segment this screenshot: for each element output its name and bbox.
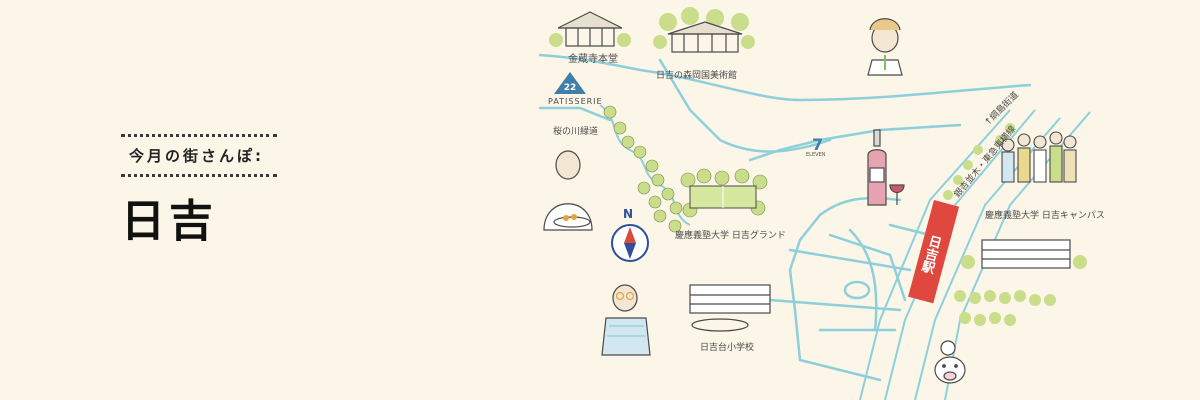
- roads: [538, 53, 1032, 382]
- svg-text:ELEVEN: ELEVEN: [806, 152, 826, 158]
- label-campus: 慶應義塾大学 日吉キャンパス: [985, 209, 1105, 221]
- title-block: 今月の街さんぽ:: [121, 134, 277, 177]
- temple-illustration: [549, 11, 631, 47]
- compass-icon: N: [611, 207, 649, 262]
- column-subtitle: 今月の街さんぽ:: [129, 147, 264, 165]
- label-museum: 日吉の森岡国美術館: [656, 69, 737, 81]
- dotted-rule-bottom: [121, 174, 277, 177]
- students-illustration: [1001, 131, 1077, 183]
- station-marker: [908, 200, 960, 304]
- svg-text:N: N: [623, 207, 633, 221]
- girl-illustration: [867, 18, 903, 76]
- campus-illustration: [954, 239, 1087, 326]
- label-school: 日吉台小学校: [700, 341, 754, 353]
- label-promenade: 桜の川緑道: [553, 125, 598, 137]
- promenade: [599, 104, 691, 233]
- town-name: 日吉: [121, 196, 217, 247]
- label-road-right: ↑綱島街道: [982, 89, 1021, 128]
- label-temple: 金蔵寺本堂: [568, 52, 618, 65]
- svg-text:7: 7: [812, 135, 823, 154]
- dotted-rule-top: [121, 134, 277, 137]
- pig-chef-illustration: [934, 340, 966, 384]
- svg-text:22: 22: [564, 83, 577, 93]
- university-ground: [680, 168, 768, 218]
- label-university-ground: 慶應義塾大学 日吉グランド: [675, 229, 786, 241]
- patisserie-logo-icon: 22: [554, 72, 586, 94]
- chef-illustration: [543, 150, 593, 231]
- seven-eleven-icon: 7 ELEVEN: [806, 135, 826, 158]
- school-illustration: [689, 284, 771, 332]
- label-patisserie: PATISSERIE: [548, 97, 603, 106]
- person-with-drink-illustration: [601, 284, 651, 356]
- wine-bottle-illustration: [867, 129, 905, 206]
- museum-illustration: [653, 7, 755, 53]
